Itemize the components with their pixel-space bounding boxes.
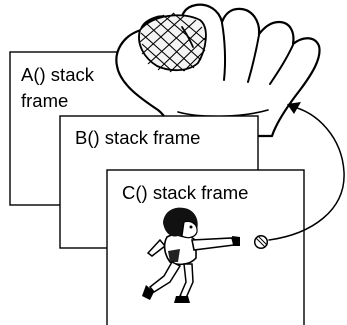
stack-frame-b-label: B() stack frame bbox=[75, 127, 200, 148]
pitcher-figure-icon bbox=[142, 207, 240, 303]
curved-arrow-icon bbox=[268, 102, 345, 241]
stack-frame-a-label-line2: frame bbox=[21, 90, 68, 111]
stack-frame-a-label-line1: A() stack bbox=[21, 64, 95, 85]
stack-frame-c-label: C() stack frame bbox=[122, 182, 248, 203]
baseball-icon bbox=[253, 234, 269, 250]
baseball-glove-icon bbox=[115, 3, 321, 138]
